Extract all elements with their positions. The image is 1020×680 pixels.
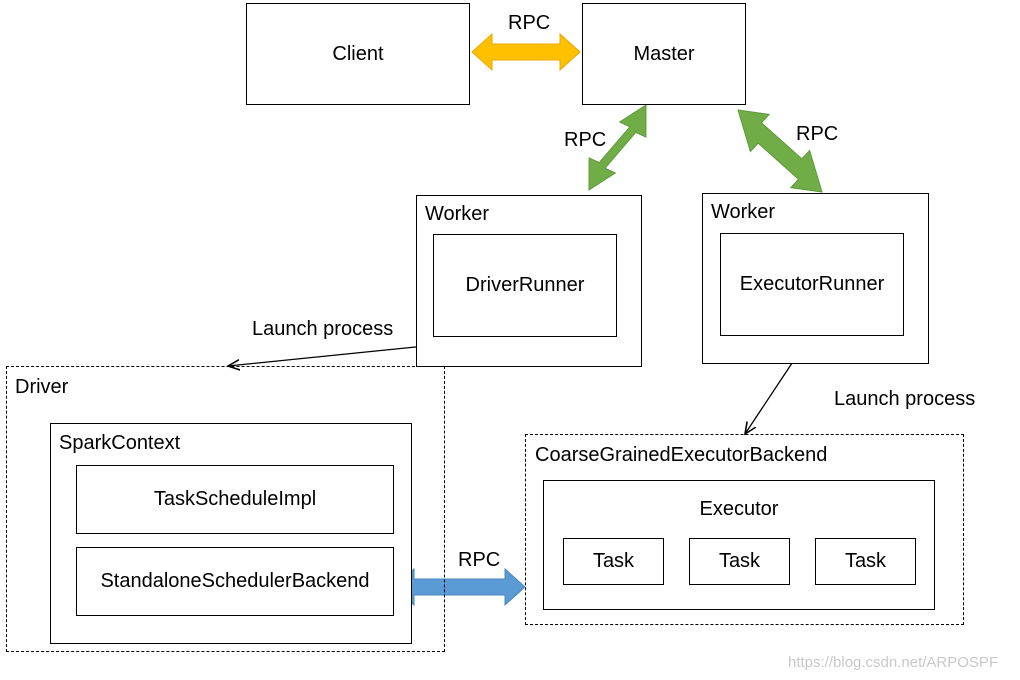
worker-left-node: Worker DriverRunner [416, 195, 642, 367]
standalone-scheduler-backend-node: StandaloneSchedulerBackend [76, 547, 394, 616]
task-node-2: Task [689, 538, 790, 585]
task-label-2: Task [718, 550, 761, 572]
task-schedule-impl-label: TaskScheduleImpl [153, 488, 317, 510]
task-schedule-impl-node: TaskScheduleImpl [76, 465, 394, 534]
driver-runner-node: DriverRunner [433, 234, 617, 337]
spark-context-label: SparkContext [59, 432, 181, 454]
rpc-label-driver-executor: RPC [458, 549, 501, 571]
task-node-1: Task [563, 538, 664, 585]
executor-label: Executor [699, 498, 779, 520]
executor-runner-label: ExecutorRunner [739, 273, 885, 295]
client-label: Client [332, 42, 384, 65]
standalone-scheduler-backend-label: StandaloneSchedulerBackend [100, 570, 370, 592]
client-node: Client [246, 3, 470, 105]
spark-context-node: SparkContext TaskScheduleImpl Standalone… [50, 423, 412, 644]
task-label-1: Task [592, 550, 635, 572]
rpc-arrow-master-worker-left [588, 104, 647, 191]
master-label: Master [633, 42, 695, 65]
driver-runner-label: DriverRunner [465, 274, 585, 296]
task-label-3: Task [844, 550, 887, 572]
launch-label-driver: Launch process [252, 318, 394, 340]
watermark-text: https://blog.csdn.net/ARPOSPF [788, 654, 999, 671]
launch-label-executor: Launch process [834, 388, 976, 410]
worker-right-node: Worker ExecutorRunner [702, 193, 929, 364]
task-node-3: Task [815, 538, 916, 585]
driver-label: Driver [15, 376, 69, 398]
coarse-grained-executor-backend-label: CoarseGrainedExecutorBackend [535, 444, 828, 466]
driver-container: Driver SparkContext TaskScheduleImpl Sta… [6, 366, 445, 652]
rpc-label-client-master: RPC [508, 12, 551, 34]
rpc-arrow-client-master [471, 32, 581, 72]
master-node: Master [582, 3, 746, 105]
rpc-label-master-worker-left: RPC [564, 129, 607, 151]
coarse-grained-executor-backend-container: CoarseGrainedExecutorBackend Executor Ta… [525, 434, 964, 625]
executor-runner-node: ExecutorRunner [720, 233, 904, 336]
rpc-label-master-worker-right: RPC [796, 123, 839, 145]
worker-right-label: Worker [711, 201, 776, 223]
worker-left-label: Worker [425, 203, 490, 225]
rpc-arrow-master-worker-right [737, 109, 823, 193]
executor-node: Executor Task Task Task [543, 480, 935, 610]
